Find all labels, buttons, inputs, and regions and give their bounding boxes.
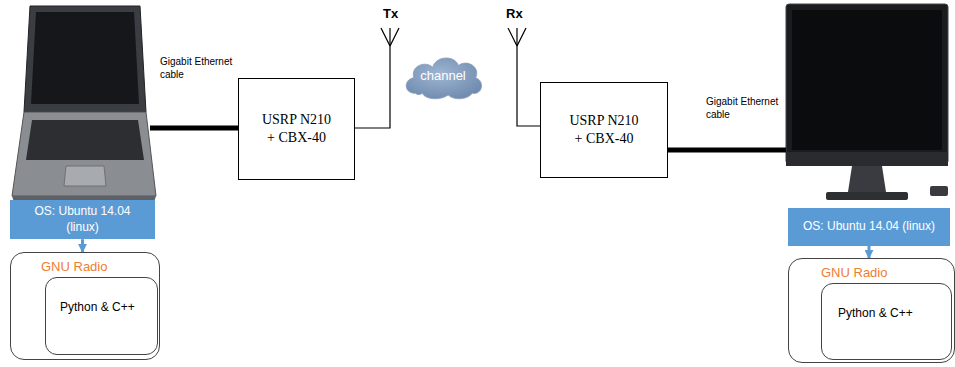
- monitor-illustration: [786, 4, 948, 200]
- usrp-box: USRP N210 + CBX-40: [238, 78, 355, 180]
- ethernet-cable: [150, 126, 238, 131]
- software-box: GNU RadioPython & C++: [10, 252, 160, 360]
- software-box: GNU RadioPython & C++: [788, 258, 955, 363]
- code-box: Python & C++: [821, 283, 952, 360]
- node-text: Python & C++: [60, 300, 157, 316]
- antenna-label: Tx: [383, 6, 413, 22]
- flow-arrow: [81, 239, 84, 252]
- cable-label: Gigabit Ethernet cable: [160, 56, 238, 81]
- flow-arrow: [868, 246, 871, 258]
- node-text: channel: [420, 68, 466, 85]
- os-band: OS: Ubuntu 14.04 (linux): [10, 200, 155, 239]
- os-band: OS: Ubuntu 14.04 (linux): [788, 208, 950, 246]
- node-text: USRP N210 + CBX-40: [564, 112, 644, 148]
- cable-label: Gigabit Ethernet cable: [706, 96, 784, 121]
- code-box: Python & C++: [45, 277, 158, 355]
- ethernet-cable: [668, 148, 786, 153]
- node-text: USRP N210 + CBX-40: [257, 111, 337, 147]
- node-text: OS: Ubuntu 14.04 (linux): [803, 219, 935, 235]
- tx-antenna: [355, 28, 399, 128]
- node-text: OS: Ubuntu 14.04 (linux): [18, 204, 147, 235]
- laptop-illustration: [12, 6, 156, 202]
- antenna-label: Rx: [506, 6, 536, 22]
- node-text: GNU Radio: [41, 259, 159, 276]
- rx-antenna: [508, 28, 540, 126]
- node-text: Python & C++: [838, 306, 951, 322]
- channel-cloud: channel: [400, 50, 486, 102]
- node-text: GNU Radio: [821, 265, 954, 282]
- usrp-box: USRP N210 + CBX-40: [540, 82, 668, 178]
